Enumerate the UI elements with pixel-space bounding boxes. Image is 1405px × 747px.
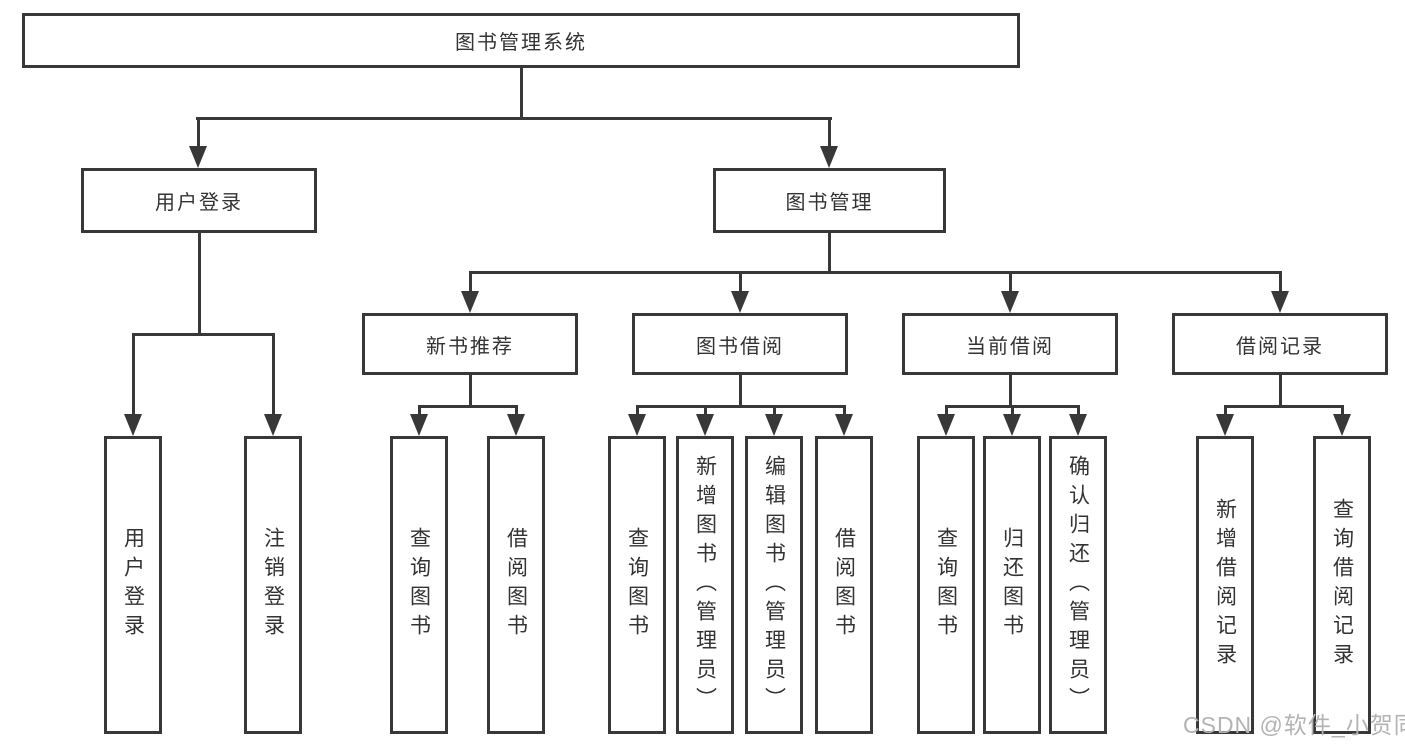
node-borrowing-borrow-books-label: 借阅图书 (832, 527, 856, 643)
connector-line (1224, 405, 1343, 408)
node-user-login-label: 用户登录 (155, 192, 243, 214)
connector-line (1077, 405, 1080, 418)
connector-line (469, 271, 472, 295)
node-library-system: 图书管理系统 (22, 13, 1020, 68)
node-recommend-query-books: 查询图书 (390, 436, 448, 734)
node-borrowing-records-label: 借阅记录 (1236, 335, 1324, 358)
arrowhead-down-icon (1001, 291, 1019, 313)
arrowhead-down-icon (1216, 414, 1234, 436)
node-library-system-label: 图书管理系统 (455, 32, 587, 54)
node-book-borrowing-label: 图书借阅 (696, 335, 784, 358)
node-borrowing-query-books-label: 查询图书 (625, 527, 649, 643)
node-current-query-books-label: 查询图书 (934, 527, 958, 643)
node-records-query-record: 查询借阅记录 (1313, 436, 1371, 734)
node-book-borrowing: 图书借阅 (632, 313, 848, 375)
arrowhead-down-icon (835, 414, 853, 436)
node-current-borrowing: 当前借阅 (902, 313, 1118, 375)
connector-line (196, 117, 832, 120)
connector-line (704, 405, 707, 418)
node-borrowing-records: 借阅记录 (1172, 313, 1388, 375)
node-user-login-leaf-label: 用户登录 (121, 527, 145, 643)
arrowhead-down-icon (628, 414, 646, 436)
connector-line (945, 405, 948, 418)
arrowhead-down-icon (410, 414, 428, 436)
node-user-login: 用户登录 (81, 168, 317, 233)
node-current-return-books-label: 归还图书 (1000, 527, 1024, 643)
node-borrowing-query-books: 查询图书 (608, 436, 666, 734)
node-records-query-record-label: 查询借阅记录 (1330, 498, 1354, 672)
node-current-query-books: 查询图书 (917, 436, 975, 734)
connector-line (773, 405, 776, 418)
node-recommend-borrow-books: 借阅图书 (487, 436, 545, 734)
node-new-book-recommend: 新书推荐 (362, 313, 578, 375)
connector-line (469, 271, 1282, 274)
connector-line (197, 117, 200, 150)
node-book-management: 图书管理 (713, 168, 946, 233)
connector-line (1224, 405, 1227, 418)
connector-line (739, 374, 742, 407)
node-current-confirm-return-admin: 确认归还（管理员） (1049, 436, 1107, 734)
connector-line (739, 271, 742, 295)
arrowhead-down-icon (1333, 414, 1351, 436)
node-borrowing-add-books-admin-label: 新增图书（管理员） (693, 454, 717, 716)
arrowhead-down-icon (507, 414, 525, 436)
connector-line (1009, 271, 1012, 295)
connector-line (843, 405, 846, 418)
node-borrowing-edit-books-admin-label: 编辑图书（管理员） (762, 454, 786, 716)
connector-line (469, 374, 472, 407)
connector-line (132, 333, 275, 336)
node-user-login-leaf: 用户登录 (104, 436, 162, 734)
node-records-add-record-label: 新增借阅记录 (1213, 498, 1237, 672)
csdn-watermark: CSDN @软件_小贺同学 (1183, 712, 1405, 738)
arrowhead-down-icon (1069, 414, 1087, 436)
connector-line (828, 233, 831, 273)
node-borrowing-add-books-admin: 新增图书（管理员） (676, 436, 734, 734)
node-current-confirm-return-admin-label: 确认归还（管理员） (1066, 454, 1090, 716)
node-current-borrowing-label: 当前借阅 (966, 335, 1054, 358)
arrowhead-down-icon (461, 291, 479, 313)
arrowhead-down-icon (731, 291, 749, 313)
arrowhead-down-icon (124, 414, 142, 436)
connector-line (520, 66, 523, 118)
connector-line (198, 233, 201, 335)
node-new-book-recommend-label: 新书推荐 (426, 335, 514, 358)
arrowhead-down-icon (1271, 291, 1289, 313)
node-borrowing-edit-books-admin: 编辑图书（管理员） (745, 436, 803, 734)
connector-line (1341, 405, 1344, 418)
connector-line (828, 117, 831, 150)
connector-line (1279, 271, 1282, 295)
node-logout-label: 注销登录 (261, 527, 285, 643)
connector-line (1279, 374, 1282, 407)
node-recommend-query-books-label: 查询图书 (407, 527, 431, 643)
node-logout: 注销登录 (244, 436, 302, 734)
connector-line (515, 405, 518, 418)
node-records-add-record: 新增借阅记录 (1196, 436, 1254, 734)
arrowhead-down-icon (937, 414, 955, 436)
connector-line (132, 333, 135, 417)
connector-line (418, 405, 421, 418)
arrowhead-down-icon (820, 146, 838, 168)
connector-line (418, 405, 518, 408)
arrowhead-down-icon (1003, 414, 1021, 436)
connector-line (272, 333, 275, 417)
node-recommend-borrow-books-label: 借阅图书 (504, 527, 528, 643)
node-book-management-label: 图书管理 (785, 192, 874, 214)
connector-line (1011, 405, 1014, 418)
connector-line (636, 405, 845, 408)
connector-line (636, 405, 639, 418)
node-borrowing-borrow-books: 借阅图书 (815, 436, 873, 734)
node-current-return-books: 归还图书 (983, 436, 1041, 734)
arrowhead-down-icon (189, 146, 207, 168)
connector-line (1009, 374, 1012, 407)
arrowhead-down-icon (696, 414, 714, 436)
arrowhead-down-icon (264, 414, 282, 436)
arrowhead-down-icon (765, 414, 783, 436)
